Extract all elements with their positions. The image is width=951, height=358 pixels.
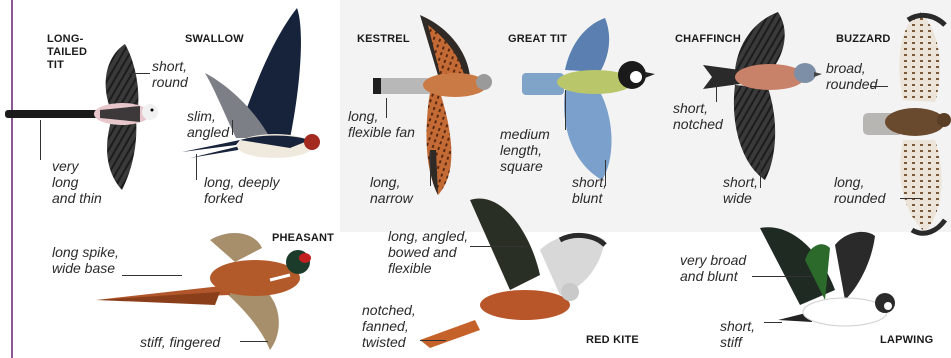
long-tailed-tit-tail-note: very long and thin — [52, 158, 102, 206]
red-kite-tail-note: notched, fanned, twisted — [362, 302, 416, 350]
leader-line — [196, 154, 197, 180]
note-line: long, — [370, 174, 413, 190]
note-line: long, angled, — [388, 228, 468, 244]
note-line: slim, — [187, 108, 229, 124]
red-kite-wing-note: long, angled, bowed and flexible — [388, 228, 468, 276]
note-line: twisted — [362, 334, 416, 350]
leader-line — [760, 160, 761, 188]
leader-line — [40, 120, 41, 160]
chaffinch-wing-note: short, wide — [723, 174, 758, 206]
note-line: long, — [834, 174, 885, 190]
note-line: long — [52, 174, 102, 190]
note-line: flexible — [388, 260, 468, 276]
note-line: wide — [723, 190, 758, 206]
note-line: short, — [720, 318, 755, 334]
note-line: flexible fan — [348, 124, 415, 140]
note-line: wide base — [52, 260, 119, 276]
note-line: round — [152, 74, 188, 90]
lapwing-tail-note: short, stiff — [720, 318, 755, 350]
leader-line — [232, 120, 233, 135]
note-line: angled — [187, 124, 229, 140]
kestrel-title: KESTREL — [357, 33, 410, 46]
chaffinch-title: CHAFFINCH — [675, 33, 741, 46]
leader-line — [470, 246, 528, 247]
note-line: short, — [572, 174, 607, 190]
note-line: long spike, — [52, 244, 119, 260]
note-line: bowed and — [388, 244, 468, 260]
note-line: short, — [723, 174, 758, 190]
note-line: notched, — [362, 302, 416, 318]
title-line: TAILED — [47, 46, 87, 59]
kestrel-wing-note: long, narrow — [370, 174, 413, 206]
buzzard-tail-note: broad, rounded — [826, 60, 877, 92]
pheasant-illustration — [96, 233, 311, 350]
leader-line — [240, 341, 268, 342]
note-line: rounded — [834, 190, 885, 206]
leader-line — [430, 152, 431, 186]
buzzard-title: BUZZARD — [836, 33, 891, 46]
long-tailed-tit-title: LONG- TAILED TIT — [47, 33, 87, 72]
leader-line — [752, 276, 812, 277]
note-line: length, — [500, 142, 550, 158]
note-line: square — [500, 158, 550, 174]
note-line: and thin — [52, 190, 102, 206]
note-line: short, — [152, 58, 188, 74]
lapwing-title: LAPWING — [880, 334, 933, 347]
note-line: stiff — [720, 334, 755, 350]
red-kite-title: RED KITE — [586, 334, 639, 347]
buzzard-wing-note: long, rounded — [834, 174, 885, 206]
great-tit-tail-note: medium length, square — [500, 126, 550, 174]
note-line: long, deeply — [204, 174, 280, 190]
chaffinch-tail-note: short, notched — [673, 100, 723, 132]
long-tailed-tit-wing-note: short, round — [152, 58, 188, 90]
note-line: forked — [204, 190, 280, 206]
note-line: blunt — [572, 190, 607, 206]
title-line: LONG- — [47, 33, 87, 46]
leader-line — [900, 198, 922, 199]
note-line: very broad — [680, 252, 746, 268]
pheasant-wing-note: stiff, fingered — [140, 334, 220, 350]
swallow-title: SWALLOW — [185, 33, 244, 46]
title-line: TIT — [47, 59, 87, 72]
pheasant-title: PHEASANT — [272, 232, 334, 245]
note-line: medium — [500, 126, 550, 142]
note-line: rounded — [826, 76, 877, 92]
great-tit-wing-note: short, blunt — [572, 174, 607, 206]
lapwing-wing-note: very broad and blunt — [680, 252, 746, 284]
pheasant-tail-note: long spike, wide base — [52, 244, 119, 276]
note-line: broad, — [826, 60, 877, 76]
leader-line — [716, 82, 717, 102]
leader-line — [565, 90, 566, 130]
note-line: long, — [348, 108, 415, 124]
note-line: fanned, — [362, 318, 416, 334]
note-line: very — [52, 158, 102, 174]
note-line: stiff, fingered — [140, 334, 220, 350]
note-line: notched — [673, 116, 723, 132]
note-line: narrow — [370, 190, 413, 206]
note-line: and blunt — [680, 268, 746, 284]
leader-line — [122, 275, 182, 276]
swallow-tail-note: long, deeply forked — [204, 174, 280, 206]
note-line: short, — [673, 100, 723, 116]
leader-line — [128, 73, 150, 74]
leader-line — [420, 340, 446, 341]
leader-line — [764, 322, 782, 323]
swallow-wing-note: slim, angled — [187, 108, 229, 140]
great-tit-title: GREAT TIT — [508, 33, 567, 46]
kestrel-tail-note: long, flexible fan — [348, 108, 415, 140]
